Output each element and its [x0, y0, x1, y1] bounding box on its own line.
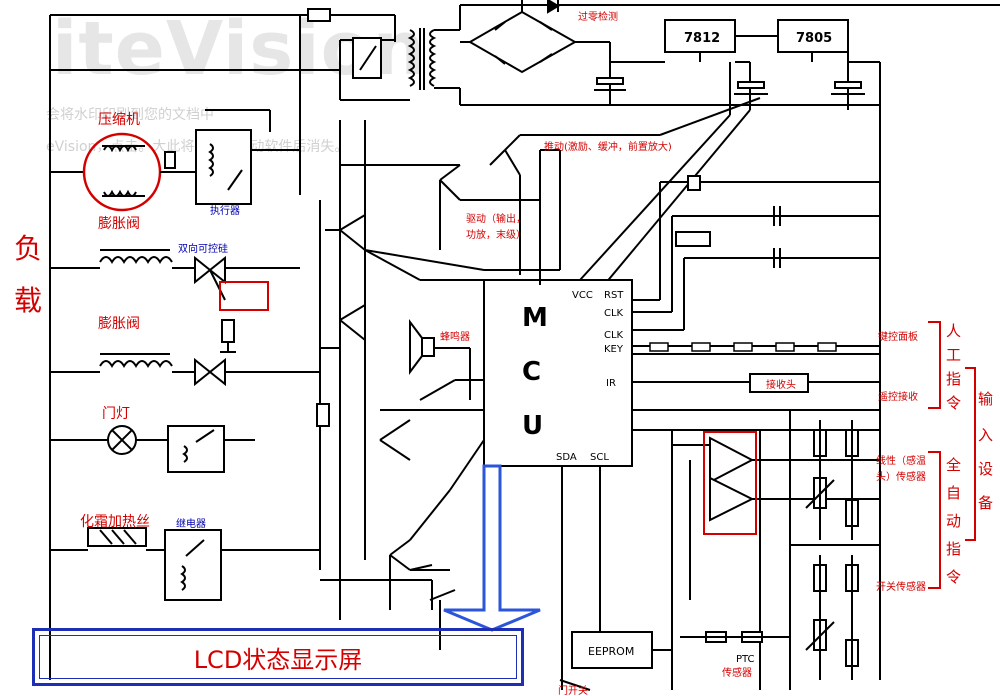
label-drive-mid-1: 驱动（输出， — [466, 212, 526, 225]
label-manual-4: 令 — [946, 394, 961, 412]
label-load-1: 负 — [14, 232, 42, 265]
label-relay: 继电器 — [176, 517, 206, 530]
label-triac: 双向可控硅 — [178, 242, 228, 255]
label-manual-1: 人 — [946, 322, 961, 340]
label-actuator: 执行器 — [210, 204, 240, 217]
label-7805: 7805 — [796, 31, 832, 46]
watermark-line-1: 会将水印印刷到您的文档中 — [46, 107, 214, 123]
label-linear-sensor-1: 线性（感温 — [876, 454, 926, 467]
mcu-m: M — [522, 303, 548, 333]
label-eeprom: EEPROM — [588, 645, 634, 658]
label-door-light: 门灯 — [102, 406, 130, 422]
label-key-panel: 键控面板 — [878, 330, 918, 343]
pin-sda: SDA — [556, 452, 577, 463]
lcd-label: LCD状态显示屏 — [193, 645, 363, 674]
label-defrost-heater: 化霜加热丝 — [80, 514, 150, 530]
label-buzzer: 蜂鸣器 — [440, 330, 470, 343]
label-drive-mid-2: 功放，末级） — [466, 228, 526, 241]
pin-clk-2: CLK — [604, 330, 624, 341]
label-door-switch: 门开关 — [558, 684, 588, 696]
label-auto-5: 令 — [946, 568, 961, 586]
label-manual-3: 指 — [946, 370, 961, 388]
label-auto-2: 自 — [946, 484, 961, 502]
label-receiver-head: 接收头 — [766, 378, 796, 391]
label-ptc-1: PTC — [736, 654, 755, 665]
label-zero-cross: 过零检测 — [578, 10, 618, 23]
label-linear-sensor-2: 头）传感器 — [876, 470, 926, 483]
label-compressor: 压缩机 — [98, 112, 140, 128]
label-7812: 7812 — [684, 31, 720, 46]
mcu-u: U — [522, 411, 543, 441]
label-input-1: 输 — [978, 390, 993, 408]
label-expansion-valve-1: 膨胀阀 — [98, 215, 140, 232]
label-auto-4: 指 — [946, 540, 961, 558]
label-input-4: 备 — [978, 494, 993, 512]
label-manual-2: 工 — [946, 346, 961, 364]
label-load-2: 载 — [14, 284, 42, 317]
pin-vcc: VCC — [572, 290, 593, 301]
label-input-3: 设 — [978, 460, 993, 478]
lcd-display-box: LCD状态显示屏 — [32, 628, 524, 686]
mcu-c: C — [522, 357, 541, 387]
label-expansion-valve-2: 膨胀阀 — [98, 315, 140, 332]
label-auto-3: 动 — [946, 512, 961, 530]
label-switch-sensor: 开关传感器 — [876, 580, 926, 593]
label-drive-top: 推动(激励、缓冲，前置放大) — [544, 140, 672, 153]
pin-key: KEY — [604, 344, 624, 355]
label-ptc-2: 传感器 — [722, 666, 752, 679]
pin-ir: IR — [606, 378, 616, 389]
label-auto-1: 全 — [946, 456, 961, 474]
label-input-2: 入 — [978, 426, 993, 444]
label-remote-rx: 遥控接收 — [878, 390, 918, 403]
pin-rst: RST — [604, 290, 624, 301]
pin-scl: SCL — [590, 452, 609, 463]
pin-clk-1: CLK — [604, 308, 624, 319]
